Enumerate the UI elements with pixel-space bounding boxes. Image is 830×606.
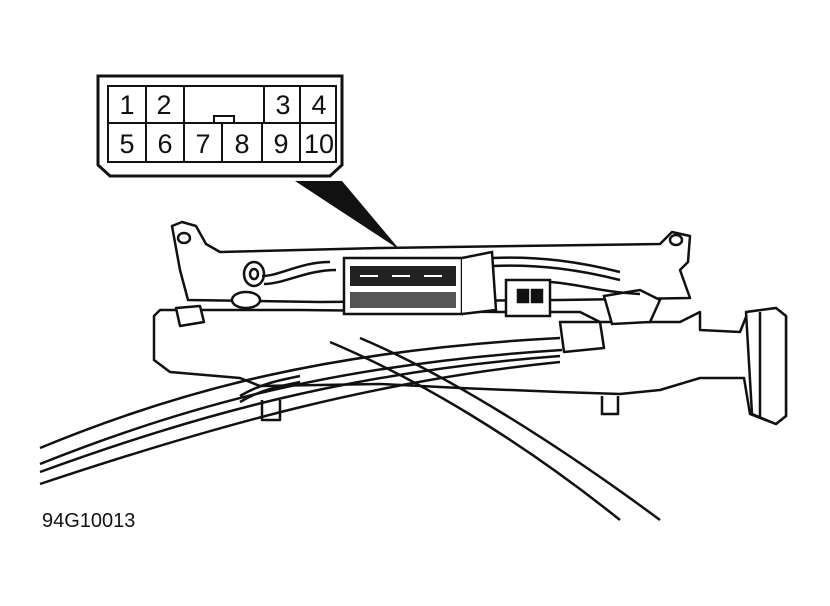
callout-pointer <box>295 181 400 250</box>
module-connector <box>342 250 498 316</box>
pin-label: 10 <box>304 129 334 159</box>
pin-label: 6 <box>157 129 172 159</box>
wire-harness <box>261 256 641 296</box>
pin-label: 5 <box>119 129 134 159</box>
connector-face-view: 1 2 3 4 5 6 7 8 9 10 <box>96 74 344 178</box>
pin-label: 8 <box>234 129 249 159</box>
pin-label: 4 <box>311 90 326 120</box>
pin-label: 7 <box>195 129 210 159</box>
secondary-connector <box>504 278 662 326</box>
connector-key-slot <box>213 115 235 123</box>
pin-label: 2 <box>156 90 171 120</box>
pin-label: 1 <box>119 90 134 120</box>
control-cables <box>39 336 661 522</box>
pin-label: 3 <box>275 90 290 120</box>
pin-label: 9 <box>273 129 288 159</box>
connector-outline <box>96 74 344 178</box>
figure-code: 94G10013 <box>42 510 135 532</box>
